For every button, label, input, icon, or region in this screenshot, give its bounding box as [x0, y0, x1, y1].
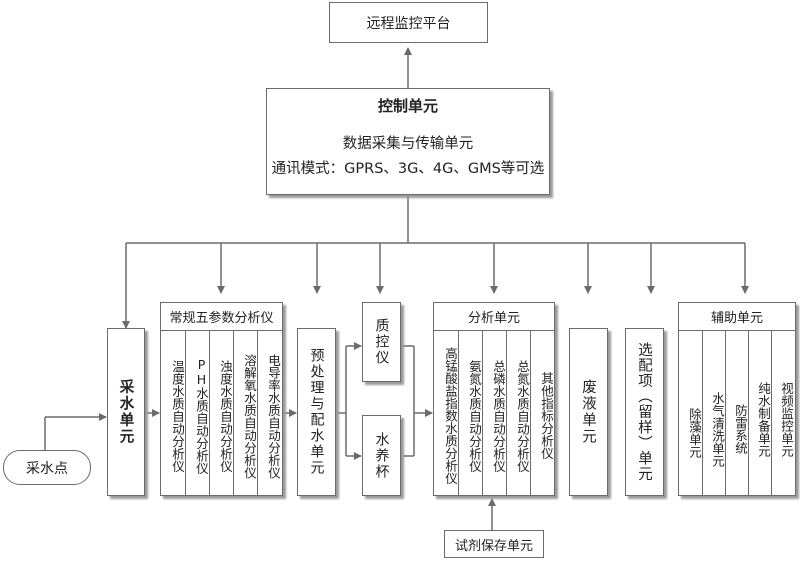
- analysis-group: 分析单元 高锰酸盐指数水质分析仪 氨氮水质自动分析仪 总磷水质自动分析仪 总氮水…: [433, 302, 555, 496]
- auxiliary-item: 除藻单元: [687, 408, 702, 458]
- control-unit-title: 控制单元: [377, 97, 438, 115]
- auxiliary-title: 辅助单元: [679, 303, 795, 331]
- auxiliary-item: 防雷系统: [725, 331, 748, 495]
- analysis-item: 高锰酸盐指数水质分析仪: [443, 347, 458, 485]
- auxiliary-item: 水气清洗单元: [702, 331, 725, 495]
- waste-unit-label: 废液单元: [580, 379, 596, 445]
- pretreatment-box: 预处理与配水单元: [297, 328, 336, 496]
- sampling-point-box: 采水点: [3, 450, 91, 485]
- sampling-unit-label: 采水单元: [117, 379, 134, 445]
- sampling-point-label: 采水点: [26, 460, 68, 477]
- analysis-item: 氨氮水质自动分析仪: [458, 331, 482, 495]
- auxiliary-group: 辅助单元 除藻单元 水气清洗单元 防雷系统 纯水制备单元 视频监控单元: [678, 302, 796, 496]
- sampling-unit-box: 采水单元: [107, 328, 145, 496]
- analysis-item: 总磷水质自动分析仪: [482, 331, 506, 495]
- five-param-group: 常规五参数分析仪 温度水质自动分析仪 PH水质自动分析仪 浊度水质自动分析仪 溶…: [160, 302, 283, 496]
- auxiliary-item: 纯水制备单元: [748, 331, 771, 495]
- five-param-item: PH水质自动分析仪: [185, 331, 209, 495]
- five-param-item: 溶解氧水质自动分析仪: [233, 331, 257, 495]
- five-param-item: 电导率水质自动分析仪: [257, 331, 281, 495]
- control-unit-box: 控制单元 数据采集与传输单元 通讯模式：GPRS、3G、4G、GMS等可选: [266, 88, 550, 195]
- quality-control-box: 质控仪: [362, 302, 401, 382]
- water-cup-label: 水养杯: [373, 431, 390, 480]
- five-param-title: 常规五参数分析仪: [161, 303, 282, 331]
- optional-sample-label: 选配项（留样）单元: [636, 342, 652, 482]
- quality-control-label: 质控仪: [373, 318, 390, 366]
- optional-sample-box: 选配项（留样）单元: [625, 328, 664, 496]
- reagent-storage-label: 试剂保存单元: [454, 538, 533, 554]
- analysis-title: 分析单元: [434, 303, 554, 331]
- remote-platform-box: 远程监控平台: [329, 2, 488, 43]
- five-param-item: 温度水质自动分析仪: [170, 359, 185, 473]
- water-cup-box: 水养杯: [362, 415, 401, 496]
- analysis-item: 其他指标分析仪: [530, 331, 554, 495]
- five-param-item: 浊度水质自动分析仪: [209, 331, 233, 495]
- auxiliary-item: 视频监控单元: [771, 331, 794, 495]
- control-unit-line1: 数据采集与传输单元: [342, 136, 474, 152]
- remote-platform-label: 远程监控平台: [366, 15, 451, 32]
- pretreatment-label: 预处理与配水单元: [308, 348, 325, 476]
- analysis-item: 总氮水质自动分析仪: [506, 331, 530, 495]
- reagent-storage-box: 试剂保存单元: [444, 530, 544, 558]
- waste-unit-box: 废液单元: [569, 328, 608, 496]
- control-unit-line2: 通讯模式：GPRS、3G、4G、GMS等可选: [271, 161, 545, 177]
